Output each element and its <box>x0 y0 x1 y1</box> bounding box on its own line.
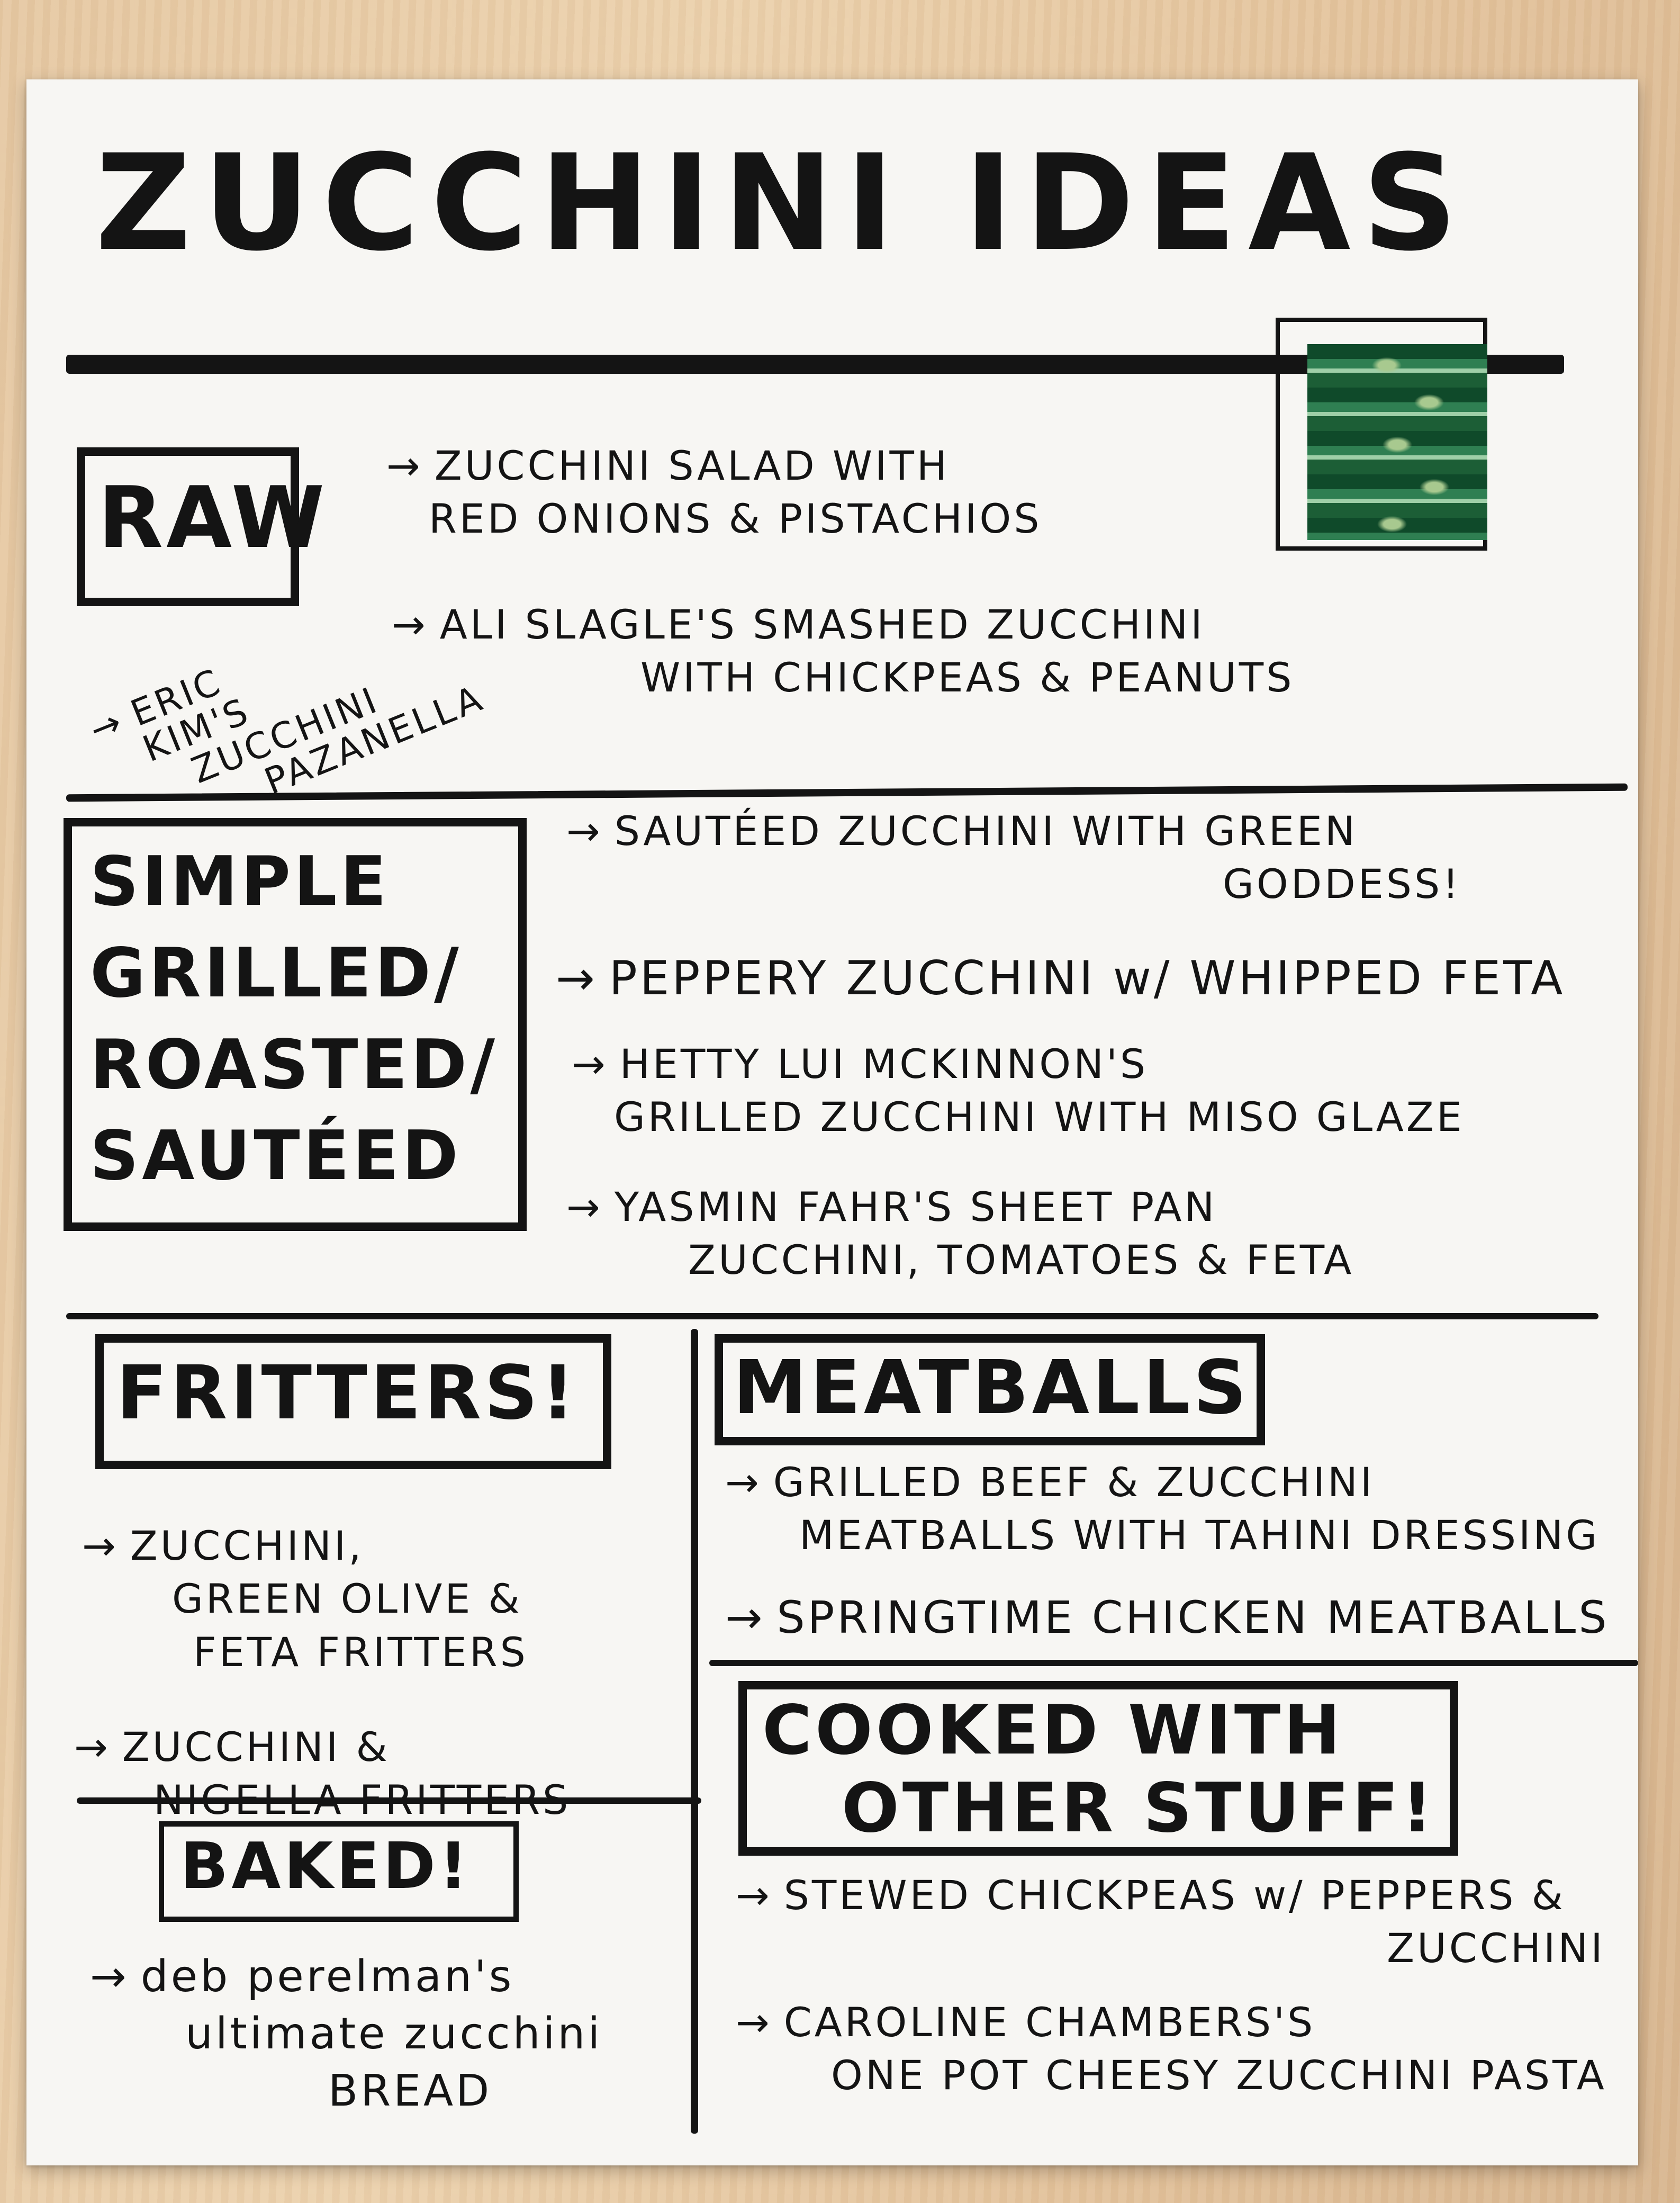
fritters-heading: FRITTERS! <box>116 1350 578 1436</box>
arrow-icon: → <box>556 951 598 1005</box>
cooked-item-2: →CAROLINE CHAMBERS'S ONE POT CHEESY ZUCC… <box>736 1996 1607 2102</box>
fritters-item-2: →ZUCCHINI & NIGELLA FRITTERS <box>74 1721 571 1827</box>
fritters-item-1: →ZUCCHINI, GREEN OLIVE & FETA FRITTERS <box>82 1519 528 1679</box>
cooked-item-1: →STEWED CHICKPEAS w/ PEPPERS & ZUCCHINI <box>736 1869 1605 1975</box>
baked-item-1: →deb perelman's ultimate zucchini BREAD <box>90 1948 602 2120</box>
simple-item-2: →PEPPERY ZUCCHINI w/ WHIPPED FETA <box>556 948 1565 1009</box>
cooked-heading-box <box>738 1681 1458 1856</box>
meatballs-item-1: →GRILLED BEEF & ZUCCHINI MEATBALLS WITH … <box>725 1456 1600 1562</box>
section-divider-fritters <box>77 1797 701 1804</box>
baked-heading: BAKED! <box>180 1830 471 1903</box>
raw-item-2: →ALI SLAGLE'S SMASHED ZUCCHINI WITH CHIC… <box>392 598 1294 705</box>
raw-heading: RAW <box>98 468 328 567</box>
column-divider <box>691 1329 698 2134</box>
arrow-icon: → <box>82 1522 119 1569</box>
arrow-icon: → <box>90 1952 129 2002</box>
simple-heading-box <box>64 818 527 1231</box>
arrow-icon: → <box>386 442 423 489</box>
arrow-icon: → <box>725 1591 765 1643</box>
meatballs-heading: MEATBALLS <box>733 1345 1250 1431</box>
simple-heading: SIMPLE GRILLED/ ROASTED/ SAUTÉED <box>90 842 498 1196</box>
arrow-icon: → <box>572 1040 608 1087</box>
arrow-icon: → <box>74 1723 111 1770</box>
meatballs-heading-box <box>715 1334 1265 1445</box>
raw-heading-box <box>77 447 299 606</box>
arrow-icon: → <box>725 1459 762 1506</box>
simple-item-1: →SAUTÉED ZUCCHINI WITH GREEN GODDESS! <box>566 805 1461 911</box>
arrow-icon: → <box>566 1183 603 1230</box>
paper-sheet: ZUCCHINI IDEAS RAW →ZUCCHINI SALAD WITH … <box>26 79 1638 2165</box>
baked-heading-box <box>159 1821 519 1922</box>
arrow-icon: → <box>566 807 603 855</box>
fritters-heading-box <box>95 1334 611 1469</box>
arrow-icon: → <box>736 1872 772 1919</box>
section-divider-meatballs <box>709 1660 1638 1666</box>
zucchini-photo <box>1307 344 1487 540</box>
cooked-heading: COOKED WITH OTHER STUFF! <box>762 1691 1436 1848</box>
section-divider-simple <box>66 1313 1598 1319</box>
raw-item-3: →ERIC KIM'S ZUCCHINI PAZANELLA <box>84 661 490 803</box>
simple-item-3: →HETTY LUI MCKINNON'S GRILLED ZUCCHINI W… <box>572 1038 1465 1144</box>
arrow-icon: → <box>736 1999 772 2046</box>
simple-item-4: →YASMIN FAHR'S SHEET PAN ZUCCHINI, TOMAT… <box>566 1181 1354 1287</box>
arrow-icon: → <box>392 601 428 648</box>
page-title: ZUCCHINI IDEAS <box>95 126 1469 280</box>
meatballs-item-2: →SPRINGTIME CHICKEN MEATBALLS <box>725 1588 1610 1647</box>
raw-item-1: →ZUCCHINI SALAD WITH RED ONIONS & PISTAC… <box>386 439 1042 546</box>
